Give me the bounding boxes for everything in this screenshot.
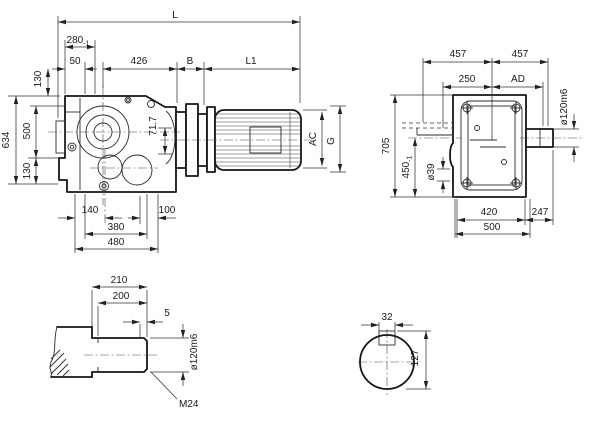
- dimension-lines: [392, 59, 577, 237]
- thread-callout-M24: M24: [179, 399, 199, 410]
- shaft-detail-view: 210 200 5 ø120m6 M24: [49, 275, 200, 410]
- side-view-dimensions: L 280-1 50 426 B L1 634 500 130 130 71.7…: [1, 10, 346, 253]
- dim-label-130-top: 130: [33, 70, 44, 87]
- front-view-dimensions: 457 457 250 AD ø120m6 705 450-1 ø39 420 …: [381, 49, 579, 238]
- extension-lines: [91, 290, 189, 373]
- key-section-view: 32 127: [358, 312, 431, 395]
- dim-label-B: B: [187, 56, 194, 67]
- hidden-shaft-lines: [402, 122, 453, 136]
- face-markings: [470, 139, 506, 148]
- dimension-lines: [92, 284, 186, 400]
- dim-label-380: 380: [108, 222, 125, 233]
- shaft-detail-dimensions: 210 200 5 ø120m6 M24: [91, 275, 200, 410]
- extension-lines: [390, 58, 579, 238]
- dim-label-50: 50: [69, 56, 81, 67]
- inspection-boss-circles: [67, 96, 155, 191]
- mounting-face: [467, 105, 516, 186]
- key-section-dimensions: 32 127: [361, 312, 431, 390]
- dim-label-100: 100: [159, 205, 176, 216]
- flange-bolt-holes: [461, 102, 522, 189]
- dimension-lines: [13, 19, 343, 252]
- keyed-shaft-section: [359, 334, 415, 390]
- dim-label-200: 200: [113, 291, 130, 302]
- dim-label-480: 480: [108, 237, 125, 248]
- dim-label-280: 280-1: [67, 35, 90, 48]
- dim-label-130-bottom: 130: [22, 162, 33, 179]
- dim-label-450: 450-1: [401, 155, 414, 178]
- dim-label-500-front: 500: [484, 222, 501, 233]
- dim-label-457-left: 457: [450, 49, 467, 60]
- shaft-detail-outline: [49, 326, 158, 378]
- section-hatching: [49, 349, 70, 377]
- dim-label-500: 500: [22, 122, 33, 139]
- dim-label-AD: AD: [511, 74, 525, 85]
- dim-label-G: G: [326, 137, 337, 145]
- dim-label-L1: L1: [245, 56, 257, 67]
- shaft-collar: [55, 120, 66, 154]
- dim-label-127: 127: [410, 349, 421, 366]
- dim-label-AC: AC: [308, 132, 319, 146]
- dim-label-210: 210: [111, 275, 128, 286]
- keyway: [378, 330, 396, 346]
- extension-lines: [8, 16, 346, 253]
- dim-label-420: 420: [481, 207, 498, 218]
- dim-label-shaft-diameter: ø120m6: [559, 88, 570, 125]
- dim-label-634: 634: [1, 131, 12, 148]
- front-view-part-outlines: [402, 94, 582, 198]
- side-view-part-outlines: [55, 95, 302, 193]
- dim-label-140: 140: [82, 205, 99, 216]
- front-view: 457 457 250 AD ø120m6 705 450-1 ø39 420 …: [381, 49, 582, 238]
- dim-label-457-right: 457: [512, 49, 529, 60]
- side-view-centerlines: [48, 86, 312, 224]
- dim-label-426: 426: [131, 56, 148, 67]
- motor-fins: [216, 112, 300, 168]
- dim-label-705: 705: [381, 137, 392, 154]
- dim-label-71-7: 71.7: [148, 116, 159, 136]
- dim-label-250: 250: [459, 74, 476, 85]
- dim-label-32: 32: [381, 312, 393, 323]
- front-housing-outline: [449, 94, 527, 198]
- dim-label-shaft-dia-detail: ø120m6: [189, 333, 200, 370]
- mounting-flange: [460, 100, 523, 191]
- dimension-lines: [361, 322, 429, 389]
- dim-label-5: 5: [164, 308, 170, 319]
- dim-label-247: 247: [532, 207, 549, 218]
- side-view: L 280-1 50 426 B L1 634 500 130 130 71.7…: [1, 10, 346, 253]
- dim-label-L: L: [172, 10, 178, 21]
- dim-label-39: ø39: [426, 163, 437, 181]
